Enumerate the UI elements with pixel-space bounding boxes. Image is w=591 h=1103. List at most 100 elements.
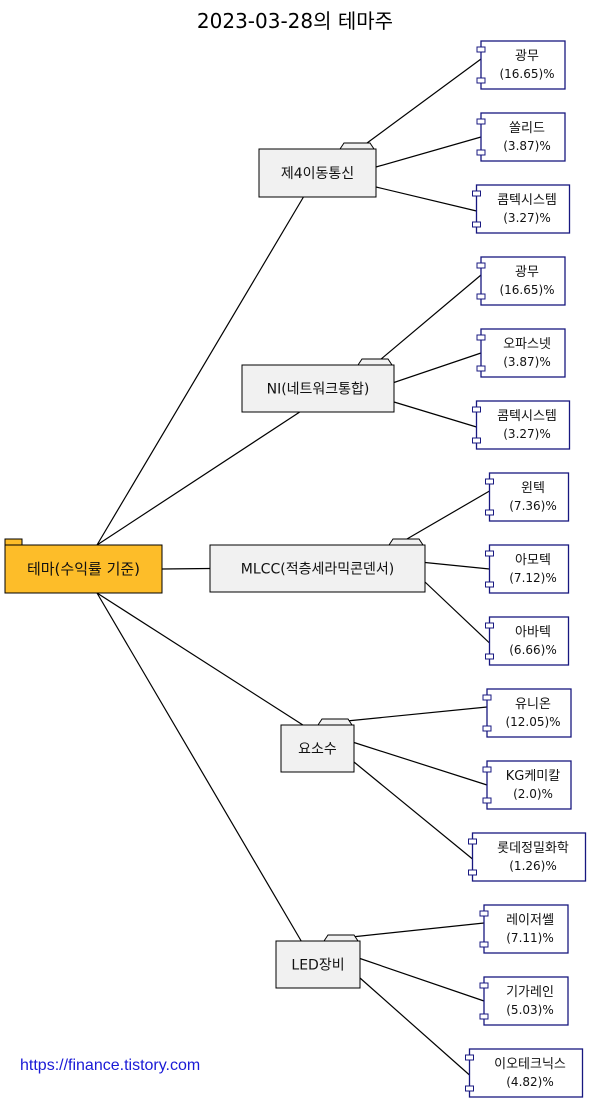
- stock-component[interactable]: KG케미칼 (2.0)%: [482, 760, 572, 810]
- component-box: [480, 112, 566, 162]
- component-port-top: [476, 262, 486, 269]
- connector-line: [96, 592, 304, 726]
- stock-return: (6.66)%: [509, 643, 556, 657]
- stock-return: (3.87)%: [503, 355, 550, 369]
- stock-component[interactable]: 기가레인 (5.03)%: [479, 976, 569, 1026]
- stock-name: 이오테크닉스: [494, 1057, 566, 1072]
- component-port-bottom: [472, 437, 481, 444]
- stock-return: (7.11)%: [506, 931, 553, 945]
- footer-link[interactable]: https://finance.tistory.com: [20, 1057, 200, 1074]
- stock-name: 광무: [515, 265, 539, 280]
- stock-name: 쏠리드: [509, 121, 545, 136]
- component-box: [475, 400, 571, 450]
- stock-return: (16.65)%: [499, 67, 554, 81]
- component-box: [480, 256, 566, 306]
- connector-line: [96, 592, 302, 942]
- component-port-top: [485, 550, 494, 557]
- component-port-top: [476, 334, 486, 341]
- stock-name: 윈텍: [521, 481, 545, 496]
- connector-line: [161, 567, 211, 570]
- theme-label: MLCC(적층세라믹콘덴서): [241, 562, 394, 578]
- stock-name: 롯데정밀화학: [497, 841, 569, 856]
- stock-return: (3.87)%: [503, 139, 550, 153]
- connector-line: [378, 274, 482, 362]
- component-box: [486, 688, 572, 738]
- folder-box: [258, 148, 377, 198]
- component-port-top: [482, 694, 492, 701]
- component-box: [471, 832, 587, 882]
- component-port-bottom: [485, 653, 494, 660]
- folder-tab: [323, 934, 359, 942]
- connector-line: [346, 706, 488, 722]
- stock-return: (5.03)%: [506, 1003, 553, 1017]
- component-port-bottom: [479, 941, 489, 948]
- stock-component[interactable]: 광무 (16.65)%: [476, 256, 566, 306]
- component-port-bottom: [485, 509, 494, 516]
- component-port-top: [479, 910, 489, 917]
- component-box: [468, 1048, 584, 1098]
- theme-label: NI(네트워크통합): [267, 382, 370, 398]
- folder-tab: [388, 538, 424, 546]
- folder-tab: [339, 142, 375, 150]
- theme-label: 요소수: [298, 742, 337, 758]
- component-port-bottom: [482, 725, 492, 732]
- connector-line: [375, 136, 482, 168]
- stock-component[interactable]: 쏠리드 (3.87)%: [476, 112, 566, 162]
- stock-component[interactable]: 광무(16.65)%: [476, 40, 566, 90]
- connector-line: [359, 957, 485, 1002]
- stock-component[interactable]: 콤텍시스템(3.27)%: [472, 400, 571, 450]
- stock-return: (16.65)%: [499, 283, 554, 297]
- theme-folder[interactable]: 제4이동통신: [258, 142, 377, 198]
- component-box: [488, 472, 570, 522]
- stock-component[interactable]: 이오테크닉스(4.82)%: [465, 1048, 584, 1098]
- diagram-title: 2023-03-28의 테마주: [197, 9, 393, 33]
- component-port-top: [485, 478, 494, 485]
- connector-line: [96, 411, 301, 546]
- stock-name: KG케미칼: [506, 769, 561, 784]
- component-port-bottom: [482, 797, 492, 804]
- stock-component[interactable]: 롯데정밀화학(1.26)%: [468, 832, 587, 882]
- connector-line: [96, 196, 304, 546]
- component-port-top: [479, 982, 489, 989]
- stock-component[interactable]: 아모텍(7.12)%: [485, 544, 570, 594]
- connector-line: [375, 186, 477, 212]
- component-port-top: [476, 46, 486, 53]
- connector-line: [353, 761, 473, 860]
- folder-box: [280, 724, 355, 773]
- theme-folder[interactable]: MLCC(적층세라믹콘덴서): [209, 538, 426, 593]
- component-port-top: [476, 118, 486, 125]
- stock-name: 레이저쎌: [506, 913, 554, 928]
- root-node[interactable]: 테마(수익률 기준): [4, 538, 163, 594]
- theme-folder[interactable]: LED장비: [275, 934, 361, 989]
- folder-tab: [317, 718, 353, 726]
- root-box: [4, 544, 163, 594]
- component-box: [483, 904, 569, 954]
- theme-folder[interactable]: 요소수: [280, 718, 355, 773]
- connector-line: [403, 490, 490, 542]
- component-port-top: [482, 766, 492, 773]
- folder-box: [209, 544, 426, 593]
- component-port-bottom: [476, 77, 486, 84]
- connector-line: [393, 352, 482, 384]
- stock-return: (2.0)%: [513, 787, 553, 801]
- theme-folder[interactable]: NI(네트워크통합): [241, 358, 395, 413]
- stock-name: 아모텍: [515, 553, 551, 568]
- component-port-bottom: [485, 581, 494, 588]
- stock-component[interactable]: 오파스넷 (3.87)%: [476, 328, 566, 378]
- stock-name: 아바텍: [515, 625, 551, 640]
- component-port-top: [468, 838, 477, 845]
- component-port-top: [465, 1054, 474, 1061]
- stock-return: (3.27)%: [503, 211, 550, 225]
- stock-component[interactable]: 레이저쎌 (7.11)%: [479, 904, 569, 954]
- stock-component[interactable]: 아바텍 (6.66)%: [485, 616, 570, 666]
- stock-name: 기가레인: [506, 985, 554, 1000]
- component-box: [488, 616, 570, 666]
- connector-line: [424, 581, 490, 644]
- stock-name: 오파스넷: [503, 337, 551, 352]
- stock-component[interactable]: 유니온(12.05)%: [482, 688, 572, 738]
- stock-component[interactable]: 윈텍 (7.36)%: [485, 472, 570, 522]
- stock-return: (7.36)%: [509, 499, 556, 513]
- stock-component[interactable]: 콤텍시스템(3.27)%: [472, 184, 571, 234]
- folder-box: [241, 364, 395, 413]
